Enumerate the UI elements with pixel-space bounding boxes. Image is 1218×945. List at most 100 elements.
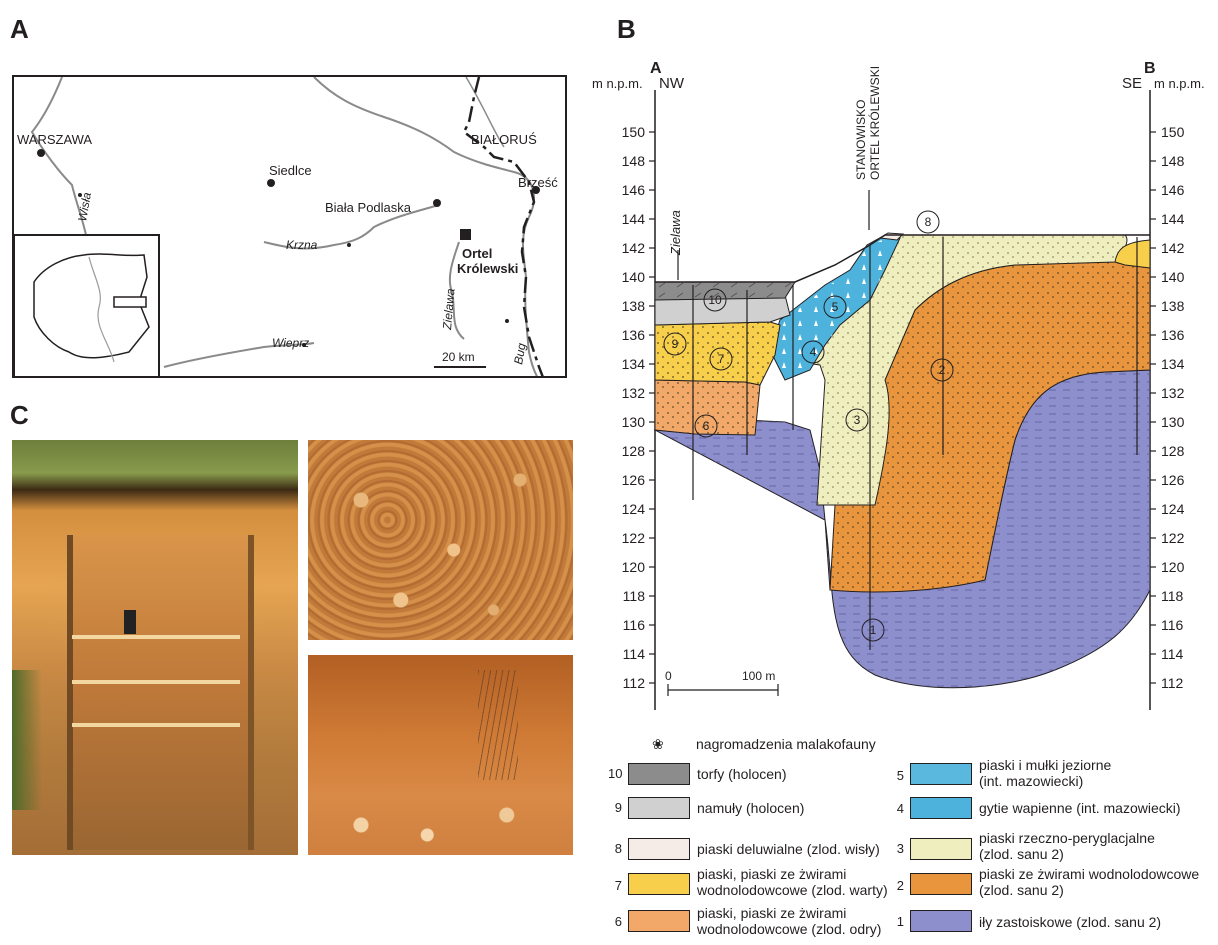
legend-label-5b: (int. mazowiecki) bbox=[979, 773, 1084, 789]
y-tick-label-right: 132 bbox=[1161, 385, 1185, 401]
unit-marker-9: 9 bbox=[672, 337, 679, 351]
legend-num-6: 6 bbox=[614, 914, 622, 929]
legend-malacofauna-label: nagromadzenia malakofauny bbox=[696, 736, 876, 752]
legend-label-8: piaski deluwialne (zlod. wisły) bbox=[697, 841, 880, 857]
y-tick-label-right: 124 bbox=[1161, 501, 1185, 517]
legend-malacofauna-icon: ❀ bbox=[652, 736, 664, 752]
root-fibres bbox=[478, 670, 518, 780]
legend-swatch-7 bbox=[628, 873, 690, 895]
legend-label-7a: piaski, piaski ze żwirami bbox=[697, 866, 847, 882]
unit-marker-1: 1 bbox=[870, 623, 877, 637]
city-dot-biala-podlaska bbox=[433, 199, 441, 207]
section-scale-end: 100 m bbox=[742, 669, 775, 683]
y-tick-label-right: 126 bbox=[1161, 472, 1185, 488]
y-tick-label-left: 148 bbox=[622, 153, 646, 169]
y-tick-label-right: 128 bbox=[1161, 443, 1185, 459]
y-tick-label-left: 150 bbox=[622, 124, 646, 140]
trench-step-3 bbox=[72, 723, 240, 727]
unit-7-right-lens bbox=[1114, 239, 1151, 269]
legend-swatch-9 bbox=[628, 797, 690, 819]
legend-label-6a: piaski, piaski ze żwirami bbox=[697, 905, 847, 921]
legend-swatch-6 bbox=[628, 910, 690, 932]
legend-label-4: gytie wapienne (int. mazowiecki) bbox=[979, 800, 1181, 816]
unit-marker-3: 3 bbox=[854, 413, 861, 427]
country-label: BIAŁORUŚ bbox=[471, 132, 537, 147]
legend-swatch-1 bbox=[910, 910, 972, 932]
y-tick-label-right: 148 bbox=[1161, 153, 1185, 169]
y-tick-label-left: 128 bbox=[622, 443, 646, 459]
river-label-wieprz: Wieprz bbox=[272, 336, 309, 350]
legend-num-7: 7 bbox=[614, 878, 622, 893]
trench-vegetation bbox=[12, 670, 42, 810]
legend-label-9: namuły (holocen) bbox=[697, 800, 805, 816]
legend-swatch-8 bbox=[628, 838, 690, 860]
y-tick-label-right: 144 bbox=[1161, 211, 1185, 227]
legend-swatch-3 bbox=[910, 838, 972, 860]
legend-swatch-2 bbox=[910, 873, 972, 895]
legend-num-9: 9 bbox=[614, 800, 622, 815]
y-tick-label-right: 118 bbox=[1161, 588, 1184, 604]
city-dot-warszawa bbox=[37, 149, 45, 157]
y-tick-label-right: 122 bbox=[1161, 530, 1185, 546]
section-end-a: A bbox=[650, 60, 662, 77]
y-tick-label-left: 146 bbox=[622, 182, 646, 198]
y-tick-label-left: 122 bbox=[622, 530, 646, 546]
panel-label-c: C bbox=[10, 400, 29, 430]
trench-wall-shadow bbox=[67, 535, 254, 850]
legend-label-2b: (zlod. sanu 2) bbox=[979, 882, 1064, 898]
y-tick-label-right: 136 bbox=[1161, 327, 1185, 343]
section-end-b: B bbox=[1144, 60, 1156, 77]
unit-marker-8: 8 bbox=[925, 215, 932, 229]
river-label-wisla: Wisła bbox=[75, 191, 94, 223]
y-tick-label-left: 116 bbox=[623, 617, 646, 633]
y-tick-label-left: 118 bbox=[623, 588, 646, 604]
y-tick-label-right: 140 bbox=[1161, 269, 1185, 285]
y-tick-label-left: 114 bbox=[623, 646, 646, 662]
river-wisla bbox=[30, 77, 87, 236]
city-label-siedlce: Siedlce bbox=[269, 163, 312, 178]
river-zielawa bbox=[448, 241, 465, 340]
site-label-section-1: STANOWISKO bbox=[854, 100, 868, 180]
y-tick-label-right: 142 bbox=[1161, 240, 1185, 256]
y-tick-label-left: 138 bbox=[622, 298, 646, 314]
section-scale-start: 0 bbox=[665, 669, 672, 683]
legend-swatch-10 bbox=[628, 763, 690, 785]
y-tick-label-right: 134 bbox=[1161, 356, 1185, 372]
city-dot-siedlce bbox=[267, 179, 275, 187]
city-dot-brzesc bbox=[532, 186, 540, 194]
city-label-biala-podlaska: Biała Podlaska bbox=[325, 200, 412, 215]
unit-marker-2: 2 bbox=[939, 363, 946, 377]
y-tick-label-left: 144 bbox=[622, 211, 646, 227]
panel-label-a: A bbox=[10, 14, 29, 44]
legend-num-4: 4 bbox=[896, 801, 904, 816]
unit-marker-4: 4 bbox=[810, 345, 817, 359]
site-marker bbox=[460, 229, 471, 240]
river-wieprz bbox=[163, 342, 315, 368]
y-tick-label-right: 116 bbox=[1161, 617, 1184, 633]
y-tick-label-right: 112 bbox=[1161, 675, 1184, 691]
river-label-section: Zielawa bbox=[668, 210, 683, 256]
y-tick-label-left: 134 bbox=[622, 356, 646, 372]
river-label-zielawa: Zielawa bbox=[440, 288, 458, 332]
city-label-warszawa: WARSZAWA bbox=[17, 132, 92, 147]
legend-swatch-4 bbox=[910, 797, 972, 819]
inset-study-area bbox=[113, 296, 147, 308]
unit-marker-10: 10 bbox=[708, 293, 722, 307]
legend-label-1: iły zastoiskowe (zlod. sanu 2) bbox=[979, 914, 1162, 930]
legend-label-3a: piaski rzeczno-peryglacjalne bbox=[979, 830, 1155, 846]
y-tick-label-right: 150 bbox=[1161, 124, 1185, 140]
unit-label-left: m n.p.m. bbox=[592, 76, 643, 91]
y-tick-label-left: 120 bbox=[622, 559, 646, 575]
inset-poland-outline bbox=[33, 253, 150, 359]
direction-label-nw: NW bbox=[659, 75, 685, 92]
y-tick-label-left: 132 bbox=[622, 385, 646, 401]
y-tick-label-left: 130 bbox=[622, 414, 646, 430]
y-tick-label-right: 130 bbox=[1161, 414, 1185, 430]
scale-label: 20 km bbox=[442, 350, 475, 364]
river-label-krzna: Krzna bbox=[286, 238, 318, 252]
y-tick-label-right: 120 bbox=[1161, 559, 1185, 575]
legend-label-10: torfy (holocen) bbox=[697, 766, 787, 782]
legend-num-1: 1 bbox=[896, 914, 904, 929]
y-tick-label-right: 146 bbox=[1161, 182, 1185, 198]
